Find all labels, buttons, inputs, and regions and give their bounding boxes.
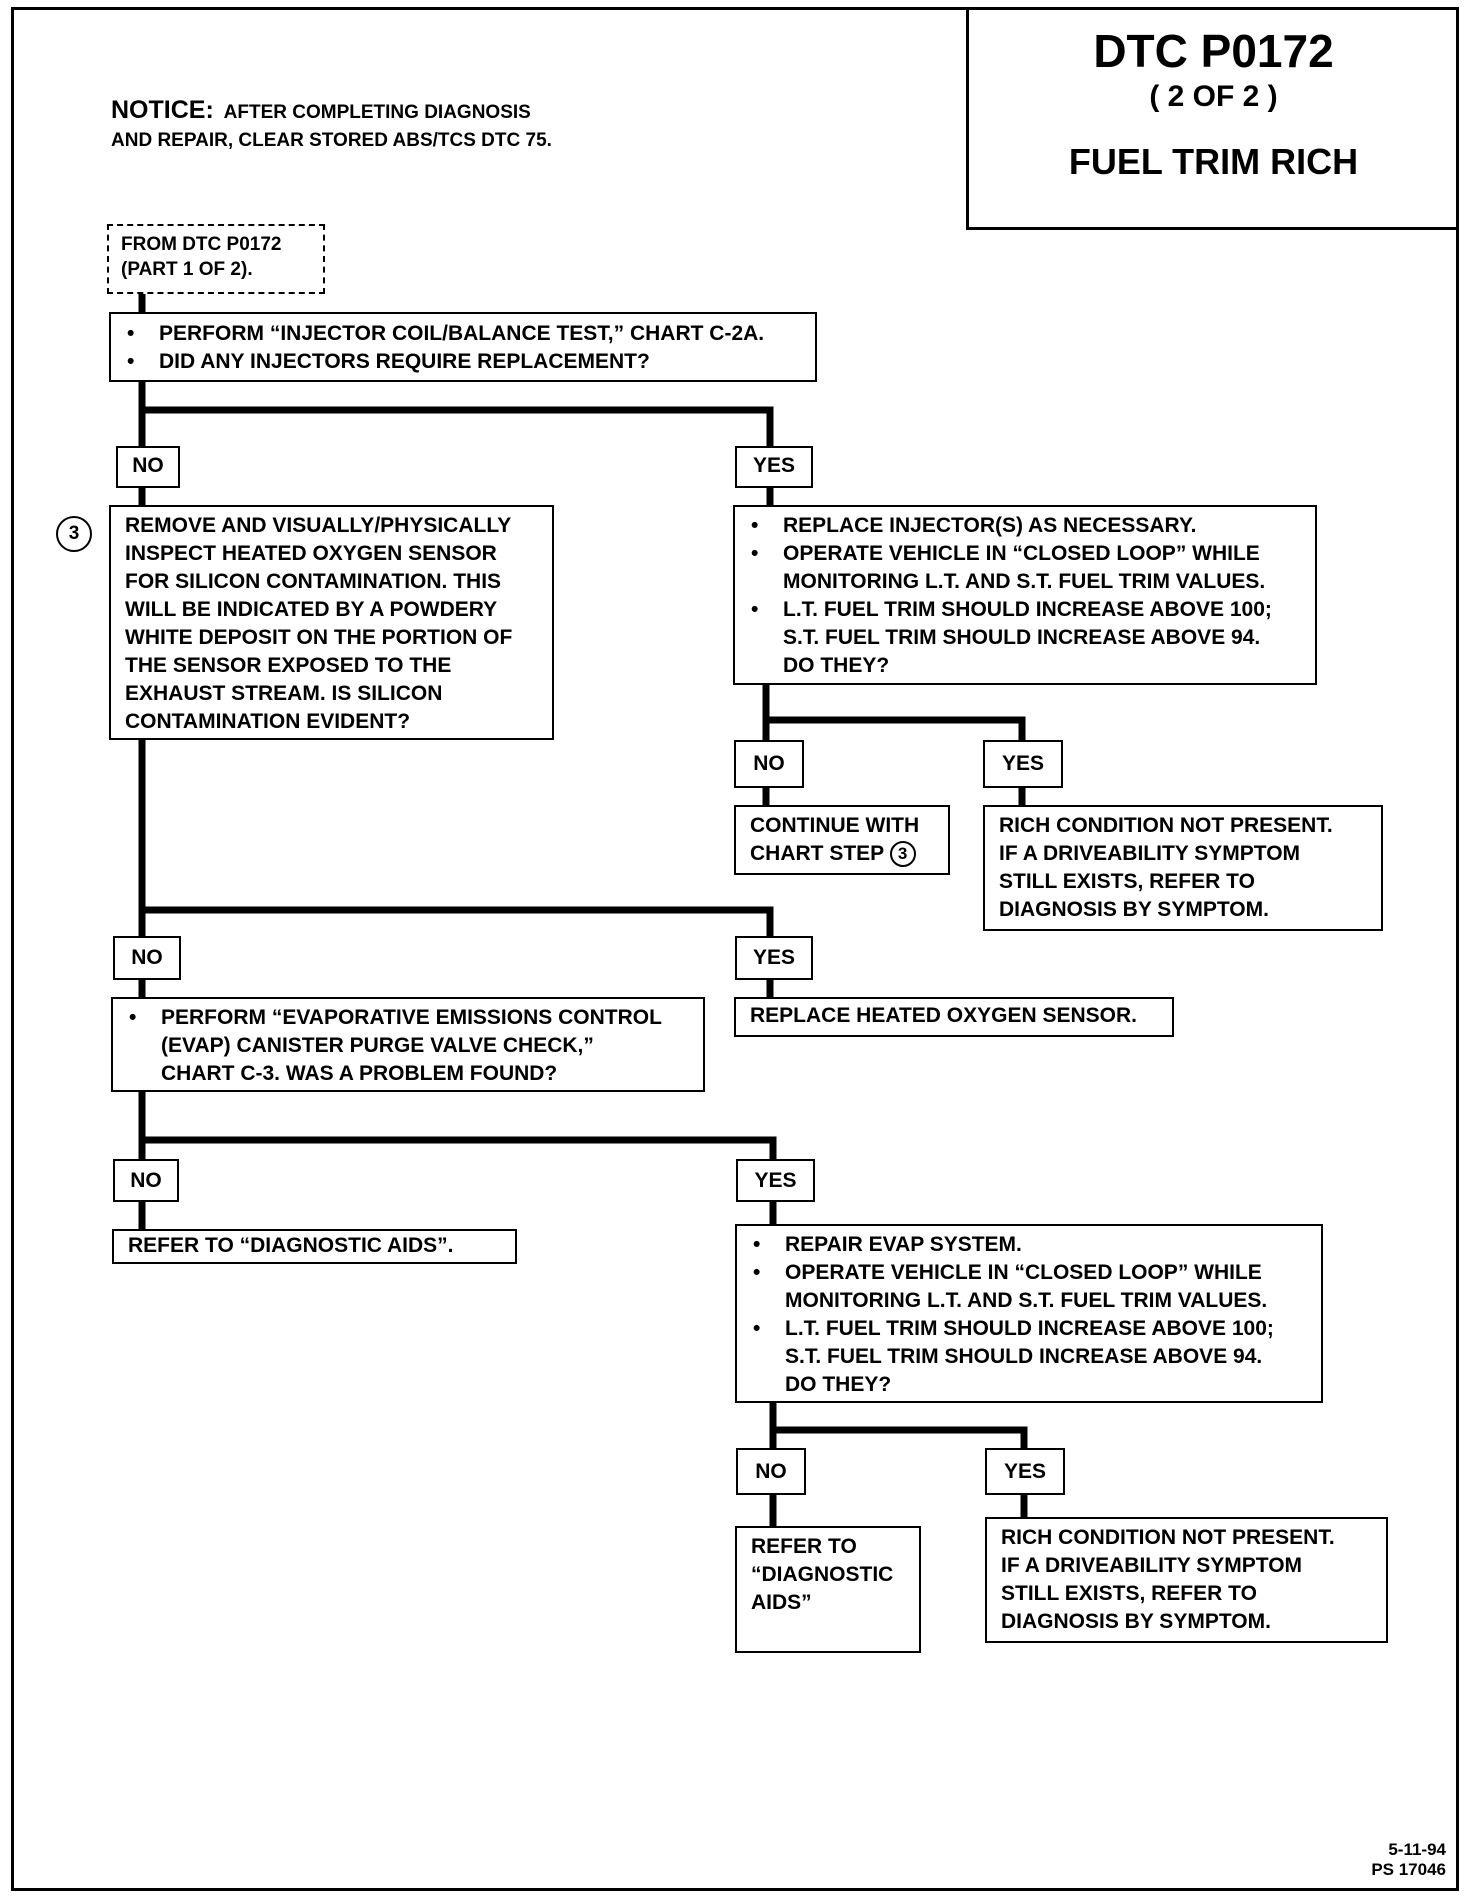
repair-yes-label: YES xyxy=(985,1448,1065,1495)
footer-date: 5-11-94 xyxy=(1388,1840,1446,1859)
replace-injectors-box: REPLACE INJECTOR(S) AS NECESSARY. OPERAT… xyxy=(733,505,1317,685)
continue-line2: CHART STEP xyxy=(750,842,884,865)
step3-line3: FOR SILICON CONTAMINATION. THIS xyxy=(125,570,502,593)
footer: 5-11-94 PS 17046 xyxy=(1371,1840,1446,1880)
rnp1-line2: IF A DRIVEABILITY SYMPTOM xyxy=(999,842,1301,865)
injectors-yes-label: YES xyxy=(983,740,1063,788)
start-box: FROM DTC P0172 (PART 1 OF 2). xyxy=(107,224,325,294)
notice-line1: AFTER COMPLETING DIAGNOSIS xyxy=(223,102,531,123)
rnp2-line3: STILL EXISTS, REFER TO xyxy=(1001,1582,1257,1605)
notice-label: NOTICE: xyxy=(111,96,214,124)
silicon-inspection-box: REMOVE AND VISUALLY/PHYSICALLY INSPECT H… xyxy=(109,505,554,740)
rich-not-present-box-1: RICH CONDITION NOT PRESENT. IF A DRIVEAB… xyxy=(983,805,1383,931)
refer-diagnostic-aids-box-2: REFER TO “DIAGNOSTIC AIDS” xyxy=(735,1526,921,1653)
title-name: FUEL TRIM RICH xyxy=(1068,141,1359,182)
re-bullet1: REPAIR EVAP SYSTEM. xyxy=(749,1231,1309,1259)
continue-line1: CONTINUE WITH xyxy=(750,814,920,837)
evap-no-label: NO xyxy=(113,1159,179,1202)
notice-line2: AND REPAIR, CLEAR STORED ABS/TCS DTC 75. xyxy=(111,130,552,151)
ri-bullet2: OPERATE VEHICLE IN “CLOSED LOOP” WHILEMO… xyxy=(747,540,1303,596)
q1-no-label: NO xyxy=(116,446,180,488)
ri-bullet1: REPLACE INJECTOR(S) AS NECESSARY. xyxy=(747,512,1303,540)
replace-sensor-text: REPLACE HEATED OXYGEN SENSOR. xyxy=(750,1004,1138,1027)
evap-line1: PERFORM “EVAPORATIVE EMISSIONS CONTROL(E… xyxy=(125,1004,691,1088)
title-code: DTC P0172 xyxy=(1093,25,1334,77)
q1-line1: PERFORM “INJECTOR COIL/BALANCE TEST,” CH… xyxy=(123,320,803,348)
rich-not-present-box-2: RICH CONDITION NOT PRESENT. IF A DRIVEAB… xyxy=(985,1517,1388,1643)
rnp2-line2: IF A DRIVEABILITY SYMPTOM xyxy=(1001,1554,1303,1577)
rnp1-line4: DIAGNOSIS BY SYMPTOM. xyxy=(999,898,1269,921)
silicon-yes-label: YES xyxy=(735,936,813,980)
rnp1-line3: STILL EXISTS, REFER TO xyxy=(999,870,1255,893)
step-3-ref-circle: 3 xyxy=(889,841,916,868)
step3-line8: CONTAMINATION EVIDENT? xyxy=(125,710,411,733)
re-bullet2: OPERATE VEHICLE IN “CLOSED LOOP” WHILEMO… xyxy=(749,1259,1309,1315)
rnp1-line1: RICH CONDITION NOT PRESENT. xyxy=(999,814,1333,837)
evap-check-box: PERFORM “EVAPORATIVE EMISSIONS CONTROL(E… xyxy=(111,997,705,1092)
footer-code: PS 17046 xyxy=(1371,1860,1446,1879)
injector-test-box: PERFORM “INJECTOR COIL/BALANCE TEST,” CH… xyxy=(109,312,817,382)
injectors-no-label: NO xyxy=(734,740,804,788)
step3-line1: REMOVE AND VISUALLY/PHYSICALLY xyxy=(125,514,512,537)
page-border xyxy=(11,7,1459,1891)
start-line2: (PART 1 OF 2). xyxy=(121,259,253,280)
notice: NOTICE: AFTER COMPLETING DIAGNOSIS AND R… xyxy=(111,96,552,155)
replace-sensor-box: REPLACE HEATED OXYGEN SENSOR. xyxy=(734,997,1174,1037)
re-bullet3: L.T. FUEL TRIM SHOULD INCREASE ABOVE 100… xyxy=(749,1315,1309,1399)
step3-line4: WILL BE INDICATED BY A POWDERY xyxy=(125,598,498,621)
refer-diag-aids-text: REFER TO “DIAGNOSTIC AIDS”. xyxy=(128,1234,454,1257)
q1-line2: DID ANY INJECTORS REQUIRE REPLACEMENT? xyxy=(123,348,803,376)
step3-line7: EXHAUST STREAM. IS SILICON xyxy=(125,682,443,705)
repair-evap-box: REPAIR EVAP SYSTEM. OPERATE VEHICLE IN “… xyxy=(735,1224,1323,1403)
ri-bullet3: L.T. FUEL TRIM SHOULD INCREASE ABOVE 100… xyxy=(747,596,1303,680)
rda2-line1: REFER TO xyxy=(751,1535,857,1558)
silicon-no-label: NO xyxy=(113,936,181,980)
step3-line2: INSPECT HEATED OXYGEN SENSOR xyxy=(125,542,497,565)
rnp2-line4: DIAGNOSIS BY SYMPTOM. xyxy=(1001,1610,1271,1633)
step-3-marker: 3 xyxy=(56,516,92,552)
rda2-line3: AIDS” xyxy=(751,1591,812,1614)
step3-line6: THE SENSOR EXPOSED TO THE xyxy=(125,654,452,677)
rnp2-line1: RICH CONDITION NOT PRESENT. xyxy=(1001,1526,1335,1549)
step3-line5: WHITE DEPOSIT ON THE PORTION OF xyxy=(125,626,513,649)
q1-yes-label: YES xyxy=(735,446,813,488)
continue-step-box: CONTINUE WITH CHART STEP 3 xyxy=(734,805,950,875)
repair-no-label: NO xyxy=(736,1448,806,1495)
rda2-line2: “DIAGNOSTIC xyxy=(751,1563,894,1586)
start-line1: FROM DTC P0172 xyxy=(121,234,282,255)
refer-diagnostic-aids-box: REFER TO “DIAGNOSTIC AIDS”. xyxy=(112,1229,517,1264)
evap-yes-label: YES xyxy=(736,1159,815,1202)
title-block: DTC P0172 ( 2 OF 2 ) FUEL TRIM RICH xyxy=(966,10,1458,230)
title-part: ( 2 OF 2 ) xyxy=(1149,80,1278,113)
